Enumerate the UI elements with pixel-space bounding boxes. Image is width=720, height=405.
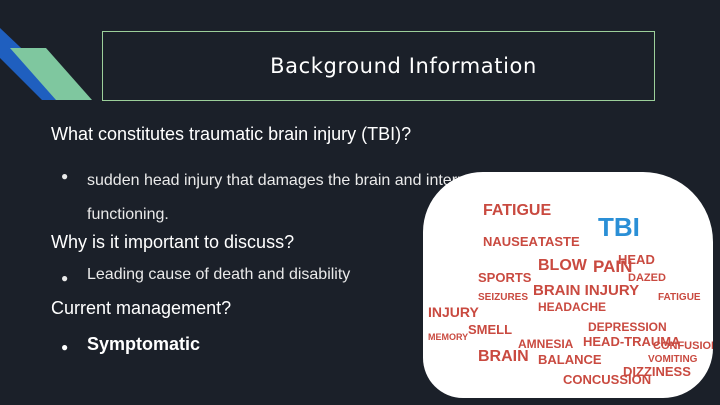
- word-cloud-word: INJURY: [428, 304, 479, 320]
- word-cloud-word: CONFUSION: [653, 340, 713, 352]
- word-cloud-word: BALANCE: [538, 352, 602, 367]
- bullet-2: ● Leading cause of death and disability: [61, 266, 350, 290]
- word-cloud-word: BRAIN INJURY: [533, 282, 640, 299]
- word-cloud-word: HEAD: [618, 252, 655, 267]
- word-cloud-word: HEAD-TRAUMA: [583, 334, 681, 349]
- word-cloud-word: MEMORY: [428, 332, 469, 342]
- bullet-dot-icon: ●: [61, 340, 69, 354]
- word-cloud-word: AMNESIA: [518, 337, 574, 351]
- word-cloud-word: TBI: [598, 212, 640, 242]
- word-cloud-word: BLOW: [538, 257, 587, 274]
- word-cloud-word: SPORTS: [478, 270, 532, 285]
- word-cloud-word: SMELL: [468, 322, 513, 337]
- word-cloud-word: BRAIN: [478, 348, 529, 365]
- question-2: Why is it important to discuss?: [51, 232, 295, 252]
- word-cloud-word: FATIGUE: [483, 202, 552, 219]
- word-cloud-word: FATIGUE: [658, 292, 701, 303]
- word-cloud-word: VOMITING: [648, 354, 698, 365]
- word-cloud-word: PAIN: [593, 257, 633, 276]
- question-3: Current management?: [51, 298, 232, 318]
- word-cloud-word: DAZED: [628, 272, 666, 284]
- bullet-dot-icon: ●: [61, 169, 69, 183]
- bullet-3: ● Symptomatic: [61, 334, 200, 360]
- question-1: What constitutes traumatic brain injury …: [51, 124, 412, 144]
- slide-title: Background Information: [270, 54, 537, 78]
- word-cloud-word: HEADACHE: [538, 300, 607, 314]
- word-cloud-word: NAUSEA: [483, 234, 538, 249]
- bullet-dot-icon: ●: [61, 271, 69, 285]
- bullet-2-text: Leading cause of death and disability: [87, 266, 351, 283]
- word-cloud-word: SEIZURES: [478, 292, 529, 303]
- word-cloud-word: DIZZINESS: [623, 364, 691, 379]
- bullet-3-text: Symptomatic: [87, 334, 201, 354]
- word-cloud-word: TASTE: [538, 234, 580, 249]
- corner-decoration: [0, 28, 92, 100]
- word-cloud-word: CONCUSSION: [563, 372, 652, 387]
- title-box: Background Information: [102, 31, 655, 101]
- word-cloud-word: DEPRESSION: [588, 320, 667, 334]
